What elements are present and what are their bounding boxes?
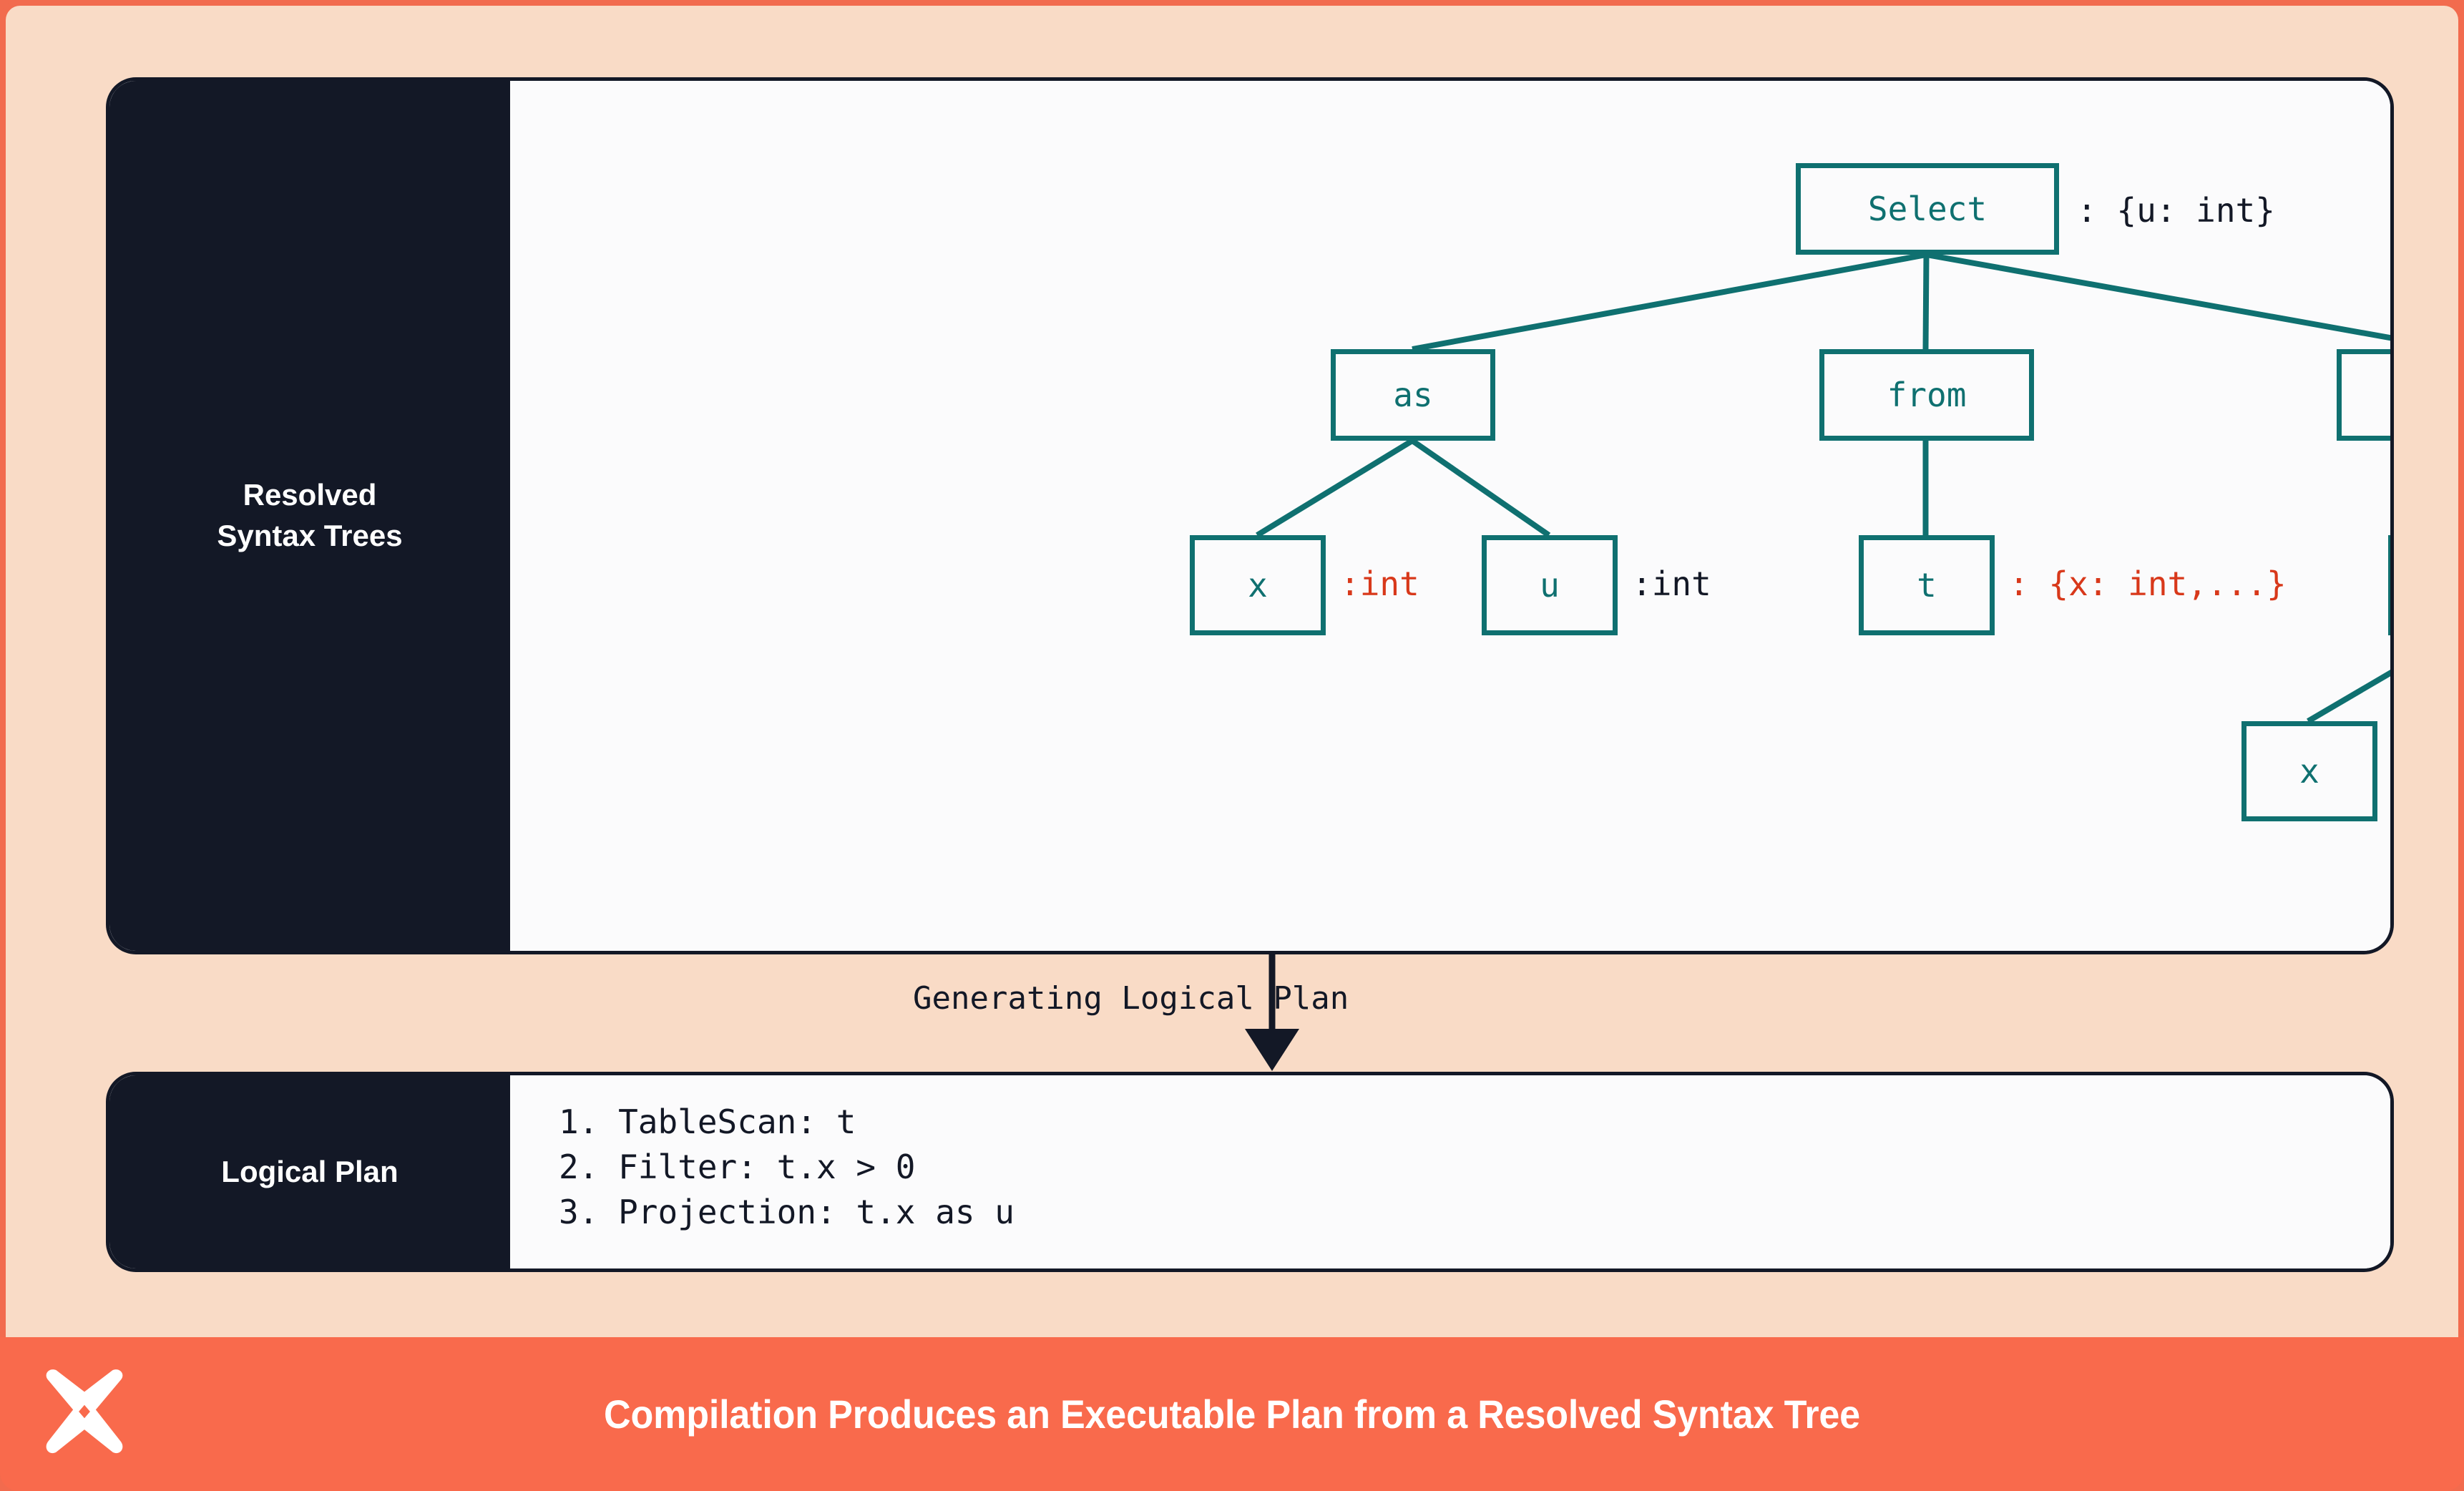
plan-step: 2. Filter: t.x > 0: [559, 1148, 916, 1187]
tree-edge: [1922, 254, 1930, 350]
type-annotation-as-u-type: :int: [1632, 564, 1711, 603]
diagram-canvas: Resolved Syntax Trees Select as from where x…: [6, 6, 2458, 1337]
tree-node-gt[interactable]: >: [2388, 535, 2390, 635]
resolved-syntax-trees-label: Resolved Syntax Trees: [109, 81, 510, 951]
tree-node-from[interactable]: from: [1819, 349, 2034, 441]
tree-edge: [1412, 252, 1927, 352]
tree-edge: [1256, 438, 1414, 538]
logical-plan-steps: 1. TableScan: t 2. Filter: t.x > 0 3. Pr…: [559, 1100, 1015, 1235]
tree-node-as-u[interactable]: u: [1482, 535, 1618, 635]
syntax-tree-body: Selectasfromwherexut>x0: {u: int}:int:in…: [510, 81, 2390, 951]
type-annotation-as-x-type: :int: [1340, 564, 1419, 603]
type-annotation-from-t-type: : {x: int,...}: [2009, 564, 2287, 603]
logical-plan-label: Logical Plan: [109, 1075, 510, 1268]
tree-node-select[interactable]: Select: [1796, 163, 2059, 255]
banner-title: Compilation Produces an Executable Plan …: [604, 1392, 1860, 1437]
generating-logical-plan-connector: Generating Logical Plan: [106, 954, 2394, 1075]
connector-arrow-icon: [1245, 954, 1299, 1071]
type-annotation-gt-x-type: :int: [2392, 753, 2394, 786]
rst-label-line-1: Resolved: [243, 478, 377, 512]
logical-plan-body: 1. TableScan: t 2. Filter: t.x > 0 3. Pr…: [510, 1075, 2390, 1268]
tree-edge: [2307, 670, 2390, 724]
tree-node-where[interactable]: where: [2337, 349, 2390, 441]
resolved-syntax-trees-card: Resolved Syntax Trees Select as from where x…: [106, 77, 2394, 954]
logical-plan-card: Logical Plan 1. TableScan: t 2. Filter: …: [106, 1072, 2394, 1272]
syntax-tree: Selectasfromwherexut>x0: {u: int}:int:in…: [510, 81, 2390, 951]
connector-label: Generating Logical Plan: [913, 980, 1349, 1017]
tree-node-gt-x[interactable]: x: [2241, 721, 2377, 821]
plan-step: 3. Projection: t.x as u: [559, 1193, 1015, 1232]
x-logo-icon: [46, 1369, 123, 1453]
tree-edge: [1410, 438, 1551, 538]
footer-banner: Compilation Produces an Executable Plan …: [0, 1337, 2464, 1491]
tree-node-as-x[interactable]: x: [1190, 535, 1326, 635]
tree-node-from-t[interactable]: t: [1859, 535, 1995, 635]
tree-edge: [1925, 252, 2390, 341]
plan-step: 1. TableScan: t: [559, 1103, 856, 1141]
rst-label-line-2: Syntax Trees: [217, 519, 403, 552]
tree-node-as[interactable]: as: [1331, 349, 1495, 441]
type-annotation-select-type: : {u: int}: [2077, 191, 2275, 230]
